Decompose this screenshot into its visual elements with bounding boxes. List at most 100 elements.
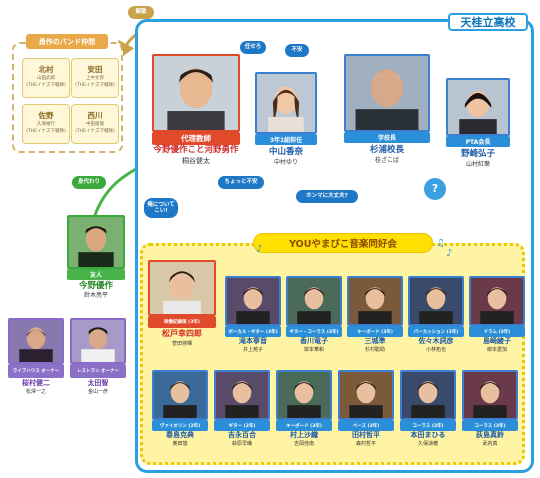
friend-actor: 鈴木亮平 — [83, 292, 108, 299]
homeroom-name: 中山香奈 — [268, 147, 303, 157]
club-member-photo — [286, 276, 342, 326]
principal-name: 杉浦校長 — [369, 145, 404, 155]
club-member-role: ギター (2年) — [214, 420, 270, 431]
club-member-actor: 杉村聡助 — [364, 347, 385, 353]
restaurant-actor: 金山一彦 — [87, 389, 108, 395]
music-note-icon: ♪ — [446, 248, 453, 259]
club-member-photo — [225, 276, 281, 326]
band-member-actor: 中田俊哉 — [86, 122, 104, 127]
livehouse-role: ライブハウス オーナー — [8, 364, 64, 378]
club-member-role: パーカッション (3年) — [408, 326, 464, 337]
club-member-actor: 小林拓也 — [425, 347, 446, 353]
band-member-actor: 久保裕行 — [37, 122, 55, 127]
club-member-role: コーラス (3年) — [462, 420, 518, 431]
club-member-actor: 井上苑子 — [242, 347, 263, 353]
club-member-name: 吉永百合 — [228, 431, 256, 439]
club-member-card: ギター (2年) 吉永百合 萩原早織 — [214, 370, 270, 460]
relation-makaseru: 任せろ — [240, 41, 266, 54]
pta-photo — [446, 78, 510, 136]
teacher-name: 今野優作こと河野勇作 — [153, 145, 239, 155]
card-teacher: 代理教師 今野優作こと河野勇作 桐谷健太 — [152, 54, 240, 176]
restaurant-role: レストラン オーナー — [70, 364, 126, 378]
club-member-actor: 奥田悠 — [172, 441, 188, 447]
club-member-card: パーカッション (3年) 佐々木詞彦 小林拓也 — [408, 276, 464, 366]
restaurant-photo — [70, 318, 126, 364]
club-member-photo — [347, 276, 403, 326]
relation-question: ? — [424, 178, 446, 200]
relation-ore: 俺についてこい! — [144, 198, 178, 218]
club-member-role: ボーカル・ギター (3年) — [225, 326, 281, 337]
band-box: 北村 山田武郎 (THEイナズマ戦隊) 安田 上中丈弥 (THEイナズマ戦隊) … — [12, 42, 123, 153]
friend-photo — [67, 215, 125, 269]
livehouse-photo — [8, 318, 64, 364]
club-member-name: 松戸幸四郎 — [162, 329, 202, 338]
club-member-name: 荻島真鈴 — [476, 431, 504, 439]
club-member-photo — [338, 370, 394, 420]
music-note-icon: ♫ — [436, 238, 445, 249]
card-principal: 学校長 杉浦校長 桂ざこば — [344, 54, 430, 176]
club-member-card: ヴァイオリン (2年) 春島克典 奥田悠 — [152, 370, 208, 460]
friend-role: 友人 — [67, 269, 125, 280]
club-member-role: ヴァイオリン (2年) — [152, 420, 208, 431]
club-member-photo — [408, 276, 464, 326]
club-member-role: ドラム (3年) — [469, 326, 525, 337]
club-member-name: 香川竜子 — [300, 337, 328, 345]
school-title: 天桂立高校 — [448, 13, 528, 31]
club-member-role: 映像記録係 (3年) — [148, 316, 216, 328]
club-member-actor: 岸本華和 — [303, 347, 324, 353]
club-member-actor: 武内真 — [482, 441, 498, 447]
band-member: 佐野 久保裕行 (THEイナズマ戦隊) — [22, 104, 70, 144]
band-member-actor: 上中丈弥 — [86, 76, 104, 81]
homeroom-photo — [255, 72, 317, 134]
club-member-card: ボーカル・ギター (3年) 滝本寧音 井上苑子 — [225, 276, 281, 366]
principal-actor: 桂ざこば — [374, 157, 399, 164]
club-member-actor: 柳本愛加 — [486, 347, 507, 353]
band-member-name: 西川 — [87, 111, 103, 120]
homeroom-role: 3年1組担任 — [255, 134, 317, 145]
card-homeroom: 3年1組担任 中山香奈 中村ゆり — [255, 72, 317, 174]
teacher-photo — [152, 54, 240, 132]
band-member-group: (THEイナズマ戦隊) — [75, 83, 115, 88]
club-member-actor: 吉岡佳南 — [293, 441, 314, 447]
club-member-photo — [214, 370, 270, 420]
pta-role: PTA会長 — [446, 136, 510, 147]
club-member-photo — [462, 370, 518, 420]
club-member-card: キーボード (3年) 三城準 杉村聡助 — [347, 276, 403, 366]
relation-kaisan: 解散 — [128, 6, 154, 19]
club-member-name: 島崎綾子 — [483, 337, 511, 345]
club-member-name: 春島克典 — [166, 431, 194, 439]
club-member-name: 佐々木詞彦 — [418, 337, 454, 345]
band-member-name: 佐野 — [38, 111, 54, 120]
club-member-photo — [148, 260, 216, 316]
club-member-name: 三城準 — [364, 337, 386, 345]
band-member-group: (THEイナズマ戦隊) — [26, 129, 66, 134]
club-member-card: コーラス (3年) 本田まひる 久保涼穂 — [400, 370, 456, 460]
club-member-role: ギター・コーラス (3年) — [286, 326, 342, 337]
card-pta: PTA会長 野崎弘子 山村紅葉 — [446, 78, 510, 180]
card-friend: 友人 今野優作 鈴木亮平 — [67, 215, 125, 315]
principal-photo — [344, 54, 430, 132]
club-member-actor: 森村哲平 — [355, 441, 376, 447]
homeroom-actor: 中村ゆり — [273, 159, 298, 166]
club-member-role: キーボード (3年) — [347, 326, 403, 337]
club-member-card: ベース (3年) 田村哲平 森村哲平 — [338, 370, 394, 460]
band-member-actor: 山田武郎 — [37, 76, 55, 81]
club-member-name: 滝本寧音 — [239, 337, 267, 345]
principal-role: 学校長 — [344, 132, 430, 143]
band-member: 西川 中田俊哉 (THEイナズマ戦隊) — [71, 104, 119, 144]
band-member-group: (THEイナズマ戦隊) — [75, 129, 115, 134]
livehouse-name: 桜村健二 — [22, 379, 50, 387]
teacher-actor: 桐谷健太 — [182, 157, 210, 165]
club-member-role: コーラス (3年) — [400, 420, 456, 431]
livehouse-actor: 松澤一之 — [25, 389, 46, 395]
club-member-photo — [276, 370, 332, 420]
club-member-role: キーボード (3年) — [276, 420, 332, 431]
club-member-photo — [469, 276, 525, 326]
band-member-group: (THEイナズマ戦隊) — [26, 83, 66, 88]
club-member-card: 映像記録係 (3年) 松戸幸四郎 菅田将暉 — [148, 260, 216, 364]
club-member-card: ギター・コーラス (3年) 香川竜子 岸本華和 — [286, 276, 342, 366]
club-member-card: コーラス (3年) 荻島真鈴 武内真 — [462, 370, 518, 460]
pta-actor: 山村紅葉 — [465, 161, 490, 168]
card-restaurant: レストラン オーナー 太田智 金山一彦 — [70, 318, 126, 412]
club-member-actor: 久保涼穂 — [417, 441, 438, 447]
